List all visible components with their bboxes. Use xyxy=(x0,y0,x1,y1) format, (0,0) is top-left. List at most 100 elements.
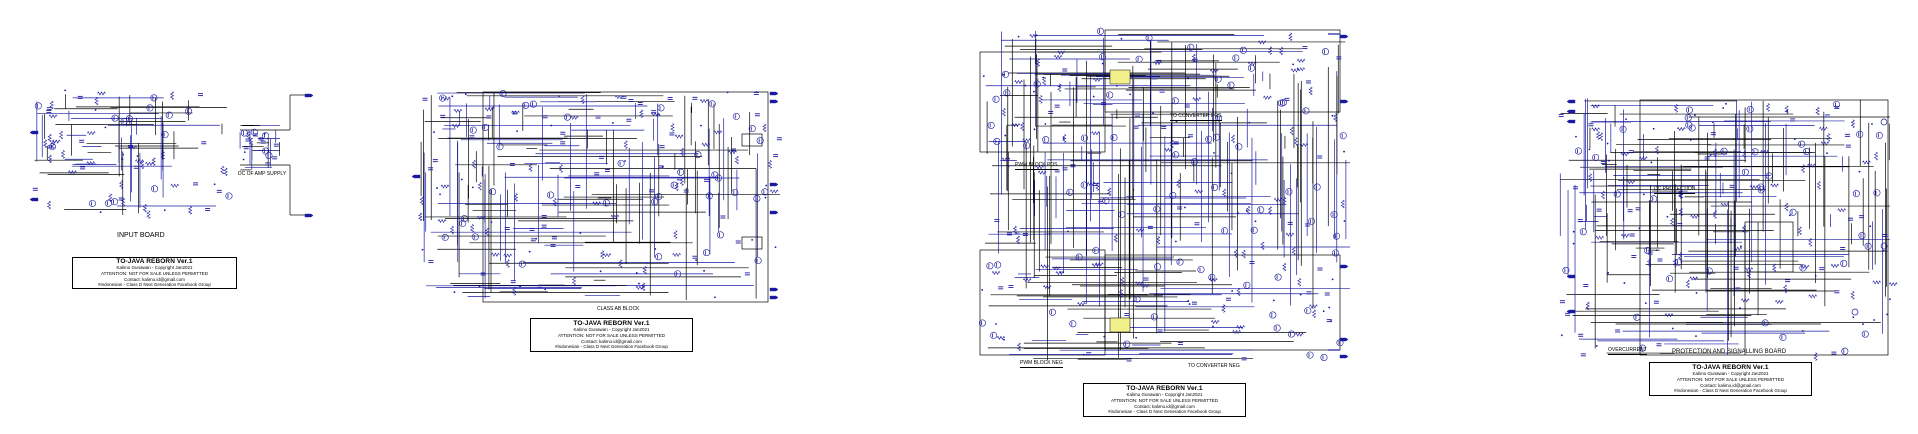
optocoupler xyxy=(1109,69,1131,85)
resistor xyxy=(1169,139,1175,149)
resistor xyxy=(1679,190,1684,199)
resistor xyxy=(1826,133,1831,142)
resistor xyxy=(1591,104,1600,109)
junction xyxy=(1873,319,1876,321)
junction xyxy=(421,248,424,251)
resistor xyxy=(623,140,628,149)
resistor xyxy=(1120,277,1125,286)
junction xyxy=(1024,84,1027,87)
resistor xyxy=(477,215,486,220)
resistor xyxy=(1595,235,1604,240)
resistor xyxy=(484,107,494,112)
resistor xyxy=(1038,95,1043,104)
block-outline xyxy=(979,51,1106,153)
junction xyxy=(995,323,997,325)
junction xyxy=(1272,299,1275,302)
transistor xyxy=(1619,125,1627,133)
junction xyxy=(471,186,474,189)
title-block-author: Kalimo Gunawan - Copyright Jan2021 xyxy=(573,327,650,333)
resistor xyxy=(679,147,685,157)
transistor xyxy=(1765,172,1773,180)
junction xyxy=(1642,193,1645,196)
block-outline xyxy=(1744,221,1794,273)
resistor xyxy=(418,212,423,222)
resistor xyxy=(1062,134,1067,143)
transistor xyxy=(1197,266,1205,274)
junction xyxy=(1331,114,1334,117)
resistor xyxy=(477,182,482,191)
led xyxy=(1880,242,1888,250)
transistor xyxy=(1042,136,1050,144)
transistor xyxy=(1153,205,1161,213)
port-arrow xyxy=(769,210,779,215)
transistor xyxy=(1269,311,1277,319)
port-arrow xyxy=(769,287,779,292)
transistor xyxy=(1841,347,1849,355)
resistor xyxy=(1311,309,1317,319)
junction xyxy=(1689,139,1692,141)
resistor xyxy=(1095,182,1100,191)
transistor xyxy=(1118,210,1126,218)
led xyxy=(1880,118,1888,126)
junction xyxy=(1331,278,1334,281)
resistor xyxy=(60,150,66,159)
junction xyxy=(1230,172,1233,175)
junction xyxy=(243,151,246,154)
junction xyxy=(765,184,768,187)
resistor xyxy=(419,196,424,206)
resistor xyxy=(47,154,53,164)
section-label-dc-protection: DC PROTECTION xyxy=(1654,186,1696,194)
junction xyxy=(528,250,531,253)
junction xyxy=(654,248,657,250)
junction xyxy=(1175,240,1177,243)
junction xyxy=(121,158,124,161)
resistor xyxy=(1273,197,1283,202)
junction xyxy=(1299,293,1302,296)
resistor xyxy=(1029,33,1038,39)
transistor xyxy=(703,249,711,257)
junction xyxy=(1572,242,1575,245)
junction xyxy=(1625,118,1627,121)
resistor xyxy=(1247,61,1257,66)
transistor xyxy=(1208,273,1216,281)
junction xyxy=(1042,76,1045,79)
resistor xyxy=(1093,77,1102,83)
resistor xyxy=(94,96,99,106)
junction xyxy=(1044,123,1047,125)
transistor xyxy=(111,114,119,122)
resistor xyxy=(1282,262,1287,272)
transistor xyxy=(1080,181,1088,189)
junction xyxy=(1693,114,1696,117)
resistor xyxy=(471,159,477,169)
junction xyxy=(464,93,467,96)
resistor xyxy=(1669,217,1675,227)
transistor xyxy=(761,188,769,196)
junction xyxy=(460,178,463,181)
resistor xyxy=(558,164,564,173)
junction xyxy=(544,288,547,291)
transistor xyxy=(1243,281,1251,289)
transistor xyxy=(1080,134,1088,142)
junction xyxy=(1212,325,1214,328)
resistor xyxy=(48,114,58,119)
transistor xyxy=(1705,267,1713,275)
transistor xyxy=(651,198,659,206)
transistor xyxy=(986,262,994,270)
title-block-warning: ATTENTION: NOT FOR SALE UNLESS PERMITTED xyxy=(557,332,666,338)
transistor xyxy=(1562,266,1570,274)
resistor xyxy=(1134,281,1144,286)
port-arrow xyxy=(1566,109,1576,114)
resistor xyxy=(1800,164,1806,173)
transistor xyxy=(1227,81,1235,89)
junction xyxy=(213,183,216,186)
transistor xyxy=(111,198,119,206)
resistor xyxy=(615,94,624,100)
junction xyxy=(1655,249,1658,252)
resistor xyxy=(1001,107,1007,117)
resistor xyxy=(43,139,48,148)
title-block-group: #indonesian - Class D Next Generation Fa… xyxy=(98,282,211,288)
junction xyxy=(1004,134,1007,137)
resistor xyxy=(672,252,681,258)
transistor xyxy=(1856,130,1864,138)
